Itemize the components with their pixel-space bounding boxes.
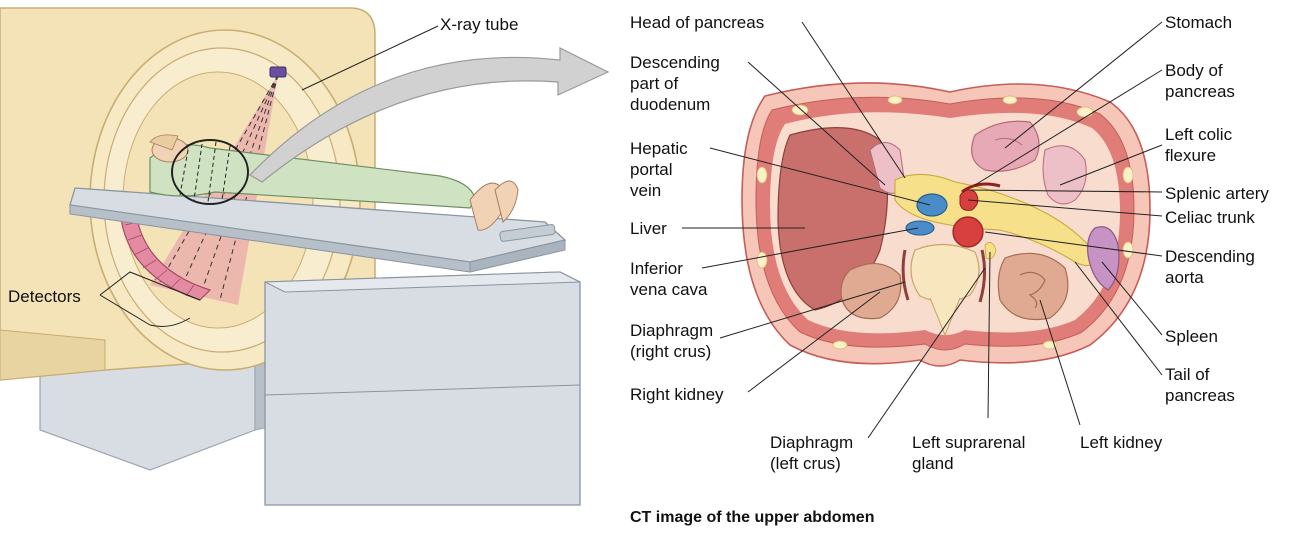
label-spleen: Spleen	[1165, 326, 1218, 347]
label-descending-aorta: Descending aorta	[1165, 246, 1255, 288]
ct-scanner	[0, 8, 608, 505]
label-detectors: Detectors	[8, 286, 81, 307]
label-diaphragm-right-crus: Diaphragm (right crus)	[630, 320, 713, 362]
hepatic-portal-vein	[917, 194, 947, 216]
vertebra	[911, 244, 979, 301]
label-celiac-trunk: Celiac trunk	[1165, 207, 1255, 228]
label-left-kidney: Left kidney	[1080, 432, 1162, 453]
xray-tube	[270, 67, 286, 77]
label-liver: Liver	[630, 218, 667, 239]
label-xray-tube: X-ray tube	[440, 14, 518, 35]
label-body-of-pancreas: Body of pancreas	[1165, 60, 1235, 102]
descending-aorta	[953, 217, 983, 247]
inferior-vena-cava	[906, 221, 934, 235]
label-left-colic-flexure: Left colic flexure	[1165, 124, 1232, 166]
label-left-suprarenal-gland: Left suprarenal gland	[912, 432, 1025, 474]
label-inferior-vena-cava: Inferior vena cava	[630, 258, 708, 300]
label-splenic-artery: Splenic artery	[1165, 183, 1269, 204]
label-hepatic-portal-vein: Hepatic portal vein	[630, 138, 688, 201]
label-right-kidney: Right kidney	[630, 384, 724, 405]
label-head-of-pancreas: Head of pancreas	[630, 12, 764, 33]
figure-caption: CT image of the upper abdomen	[630, 509, 874, 527]
label-descending-duodenum: Descending part of duodenum	[630, 52, 720, 115]
label-stomach: Stomach	[1165, 12, 1232, 33]
label-diaphragm-left-crus: Diaphragm (left crus)	[770, 432, 853, 474]
left-kidney	[998, 253, 1068, 319]
label-tail-of-pancreas: Tail of pancreas	[1165, 364, 1235, 406]
ct-cross-section	[682, 22, 1162, 438]
table-pedestal	[265, 272, 580, 505]
